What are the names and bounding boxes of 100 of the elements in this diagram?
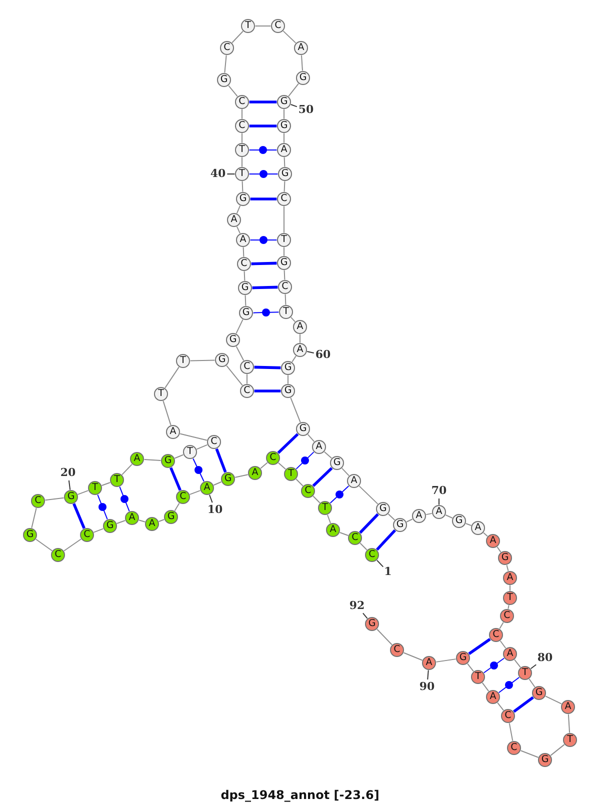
nucleotide-circle: T xyxy=(471,670,485,684)
base-pair-line xyxy=(312,467,333,487)
nucleotide-circle: A xyxy=(293,320,307,334)
backbone-line xyxy=(467,663,474,672)
backbone-line xyxy=(288,83,299,97)
nucleotide-circle: T xyxy=(277,233,291,247)
base-pair-line xyxy=(97,494,108,520)
position-number: 80 xyxy=(537,652,553,664)
backbone-line xyxy=(499,622,504,630)
nucleotide-circle: C xyxy=(390,643,404,657)
backbone-line xyxy=(174,454,184,459)
backbone-line xyxy=(301,54,303,72)
leader-line xyxy=(306,351,314,354)
nucleotide-circle: G xyxy=(456,651,470,665)
nucleotide-circle: T xyxy=(241,19,255,33)
backbone-line xyxy=(260,462,268,469)
backbone-line xyxy=(164,366,180,388)
backbone-line xyxy=(482,682,490,692)
nucleotide-circle: G xyxy=(238,281,252,295)
nucleotide-circle: G xyxy=(164,510,178,524)
nucleotide-circle: T xyxy=(235,167,249,181)
nucleotide-circle: A xyxy=(200,481,214,495)
position-number: 10 xyxy=(207,504,223,516)
nucleotide-circle: A xyxy=(277,143,291,157)
nucleotide-circle: T xyxy=(518,666,532,680)
backbone-line xyxy=(445,514,453,518)
nucleotide-circle: T xyxy=(88,481,102,495)
nucleotide-circle: C xyxy=(220,41,234,55)
nucleotide-circle: G xyxy=(221,472,235,486)
nucleotide-circle: G xyxy=(498,551,512,565)
nucleotide-circle: C xyxy=(240,360,254,374)
nucleotide-circle: T xyxy=(183,445,197,459)
nucleotide-circle: T xyxy=(503,591,517,605)
nucleotide-circle: C xyxy=(500,609,514,623)
backbone-line xyxy=(282,30,296,44)
nucleotide-circle: C xyxy=(235,95,249,109)
nucleotide-circle: C xyxy=(278,280,292,294)
nucleotide-circle: G xyxy=(452,514,466,528)
nucleotide-circle: G xyxy=(330,456,344,470)
nucleotide-circle: A xyxy=(422,656,436,670)
nucleotide-circle: G xyxy=(64,490,78,504)
nucleotide-circle: G xyxy=(226,333,240,347)
base-pair-line xyxy=(468,638,491,655)
backbone-line xyxy=(426,512,432,516)
backbone-line xyxy=(224,54,227,74)
nucleotide-circle: G xyxy=(23,528,37,542)
backbone-line xyxy=(174,502,180,512)
base-pair-line xyxy=(248,146,278,154)
backbone-line xyxy=(342,468,350,476)
nucleotide-circle: G xyxy=(281,361,295,375)
backbone-line xyxy=(232,30,244,44)
nucleotide-circle: C xyxy=(51,548,65,562)
backbone-line xyxy=(234,474,248,478)
nucleotide-circle: T xyxy=(176,354,190,368)
base-pair-line xyxy=(330,485,350,504)
nucleotide-circle: T xyxy=(563,733,577,747)
nucleotide-circle: T xyxy=(154,387,168,401)
nucleotide-circle: C xyxy=(31,494,45,508)
leader-line xyxy=(290,104,298,108)
backbone-line xyxy=(296,478,304,486)
nucleotide-circle: G xyxy=(278,167,292,181)
nucleotide-circle: G xyxy=(277,119,291,133)
nucleotide-circle: C xyxy=(489,628,503,642)
base-pair-line xyxy=(483,658,505,674)
nucleotide-circle: A xyxy=(503,571,517,585)
nucleotide-circle: G xyxy=(538,753,552,767)
backbone-line xyxy=(307,434,315,442)
backbone-line xyxy=(360,542,368,550)
nucleotide-circle: A xyxy=(130,452,144,466)
backbone-line xyxy=(242,180,244,192)
backbone-line xyxy=(236,205,241,214)
base-pair-line xyxy=(251,262,277,266)
backbone-line xyxy=(101,482,111,486)
nucleotide-circle: G xyxy=(161,454,175,468)
nucleotide-circle: G xyxy=(281,384,295,398)
nucleotide-circle: C xyxy=(501,709,515,723)
base-pair-line xyxy=(119,486,130,512)
backbone-line xyxy=(226,365,243,386)
base-pair-line xyxy=(250,236,278,244)
base-pair-line xyxy=(513,696,534,713)
nucleotide-circle: A xyxy=(347,474,361,488)
leader-line xyxy=(438,498,440,506)
backbone-line xyxy=(508,604,510,610)
backbone-line xyxy=(327,514,331,524)
nucleotide-circle: A xyxy=(248,466,262,480)
base-pair-line xyxy=(170,467,182,491)
nucleotide-circle: C xyxy=(277,192,291,206)
base-pair-line xyxy=(72,503,86,529)
base-pair-line xyxy=(248,170,278,178)
nucleotide-circle: A xyxy=(503,647,517,661)
nucleotide-circle: C xyxy=(237,257,251,271)
nucleotide-circle: T xyxy=(284,467,298,481)
backbone-line xyxy=(376,628,392,646)
backbone-line xyxy=(213,481,222,486)
nucleotide-circle: G xyxy=(103,519,117,533)
base-pair-line xyxy=(376,529,396,551)
nucleotide-circle: A xyxy=(326,523,340,537)
position-number: 20 xyxy=(60,467,76,479)
nucleotide-circle: C xyxy=(235,119,249,133)
backbone-line xyxy=(284,294,286,306)
